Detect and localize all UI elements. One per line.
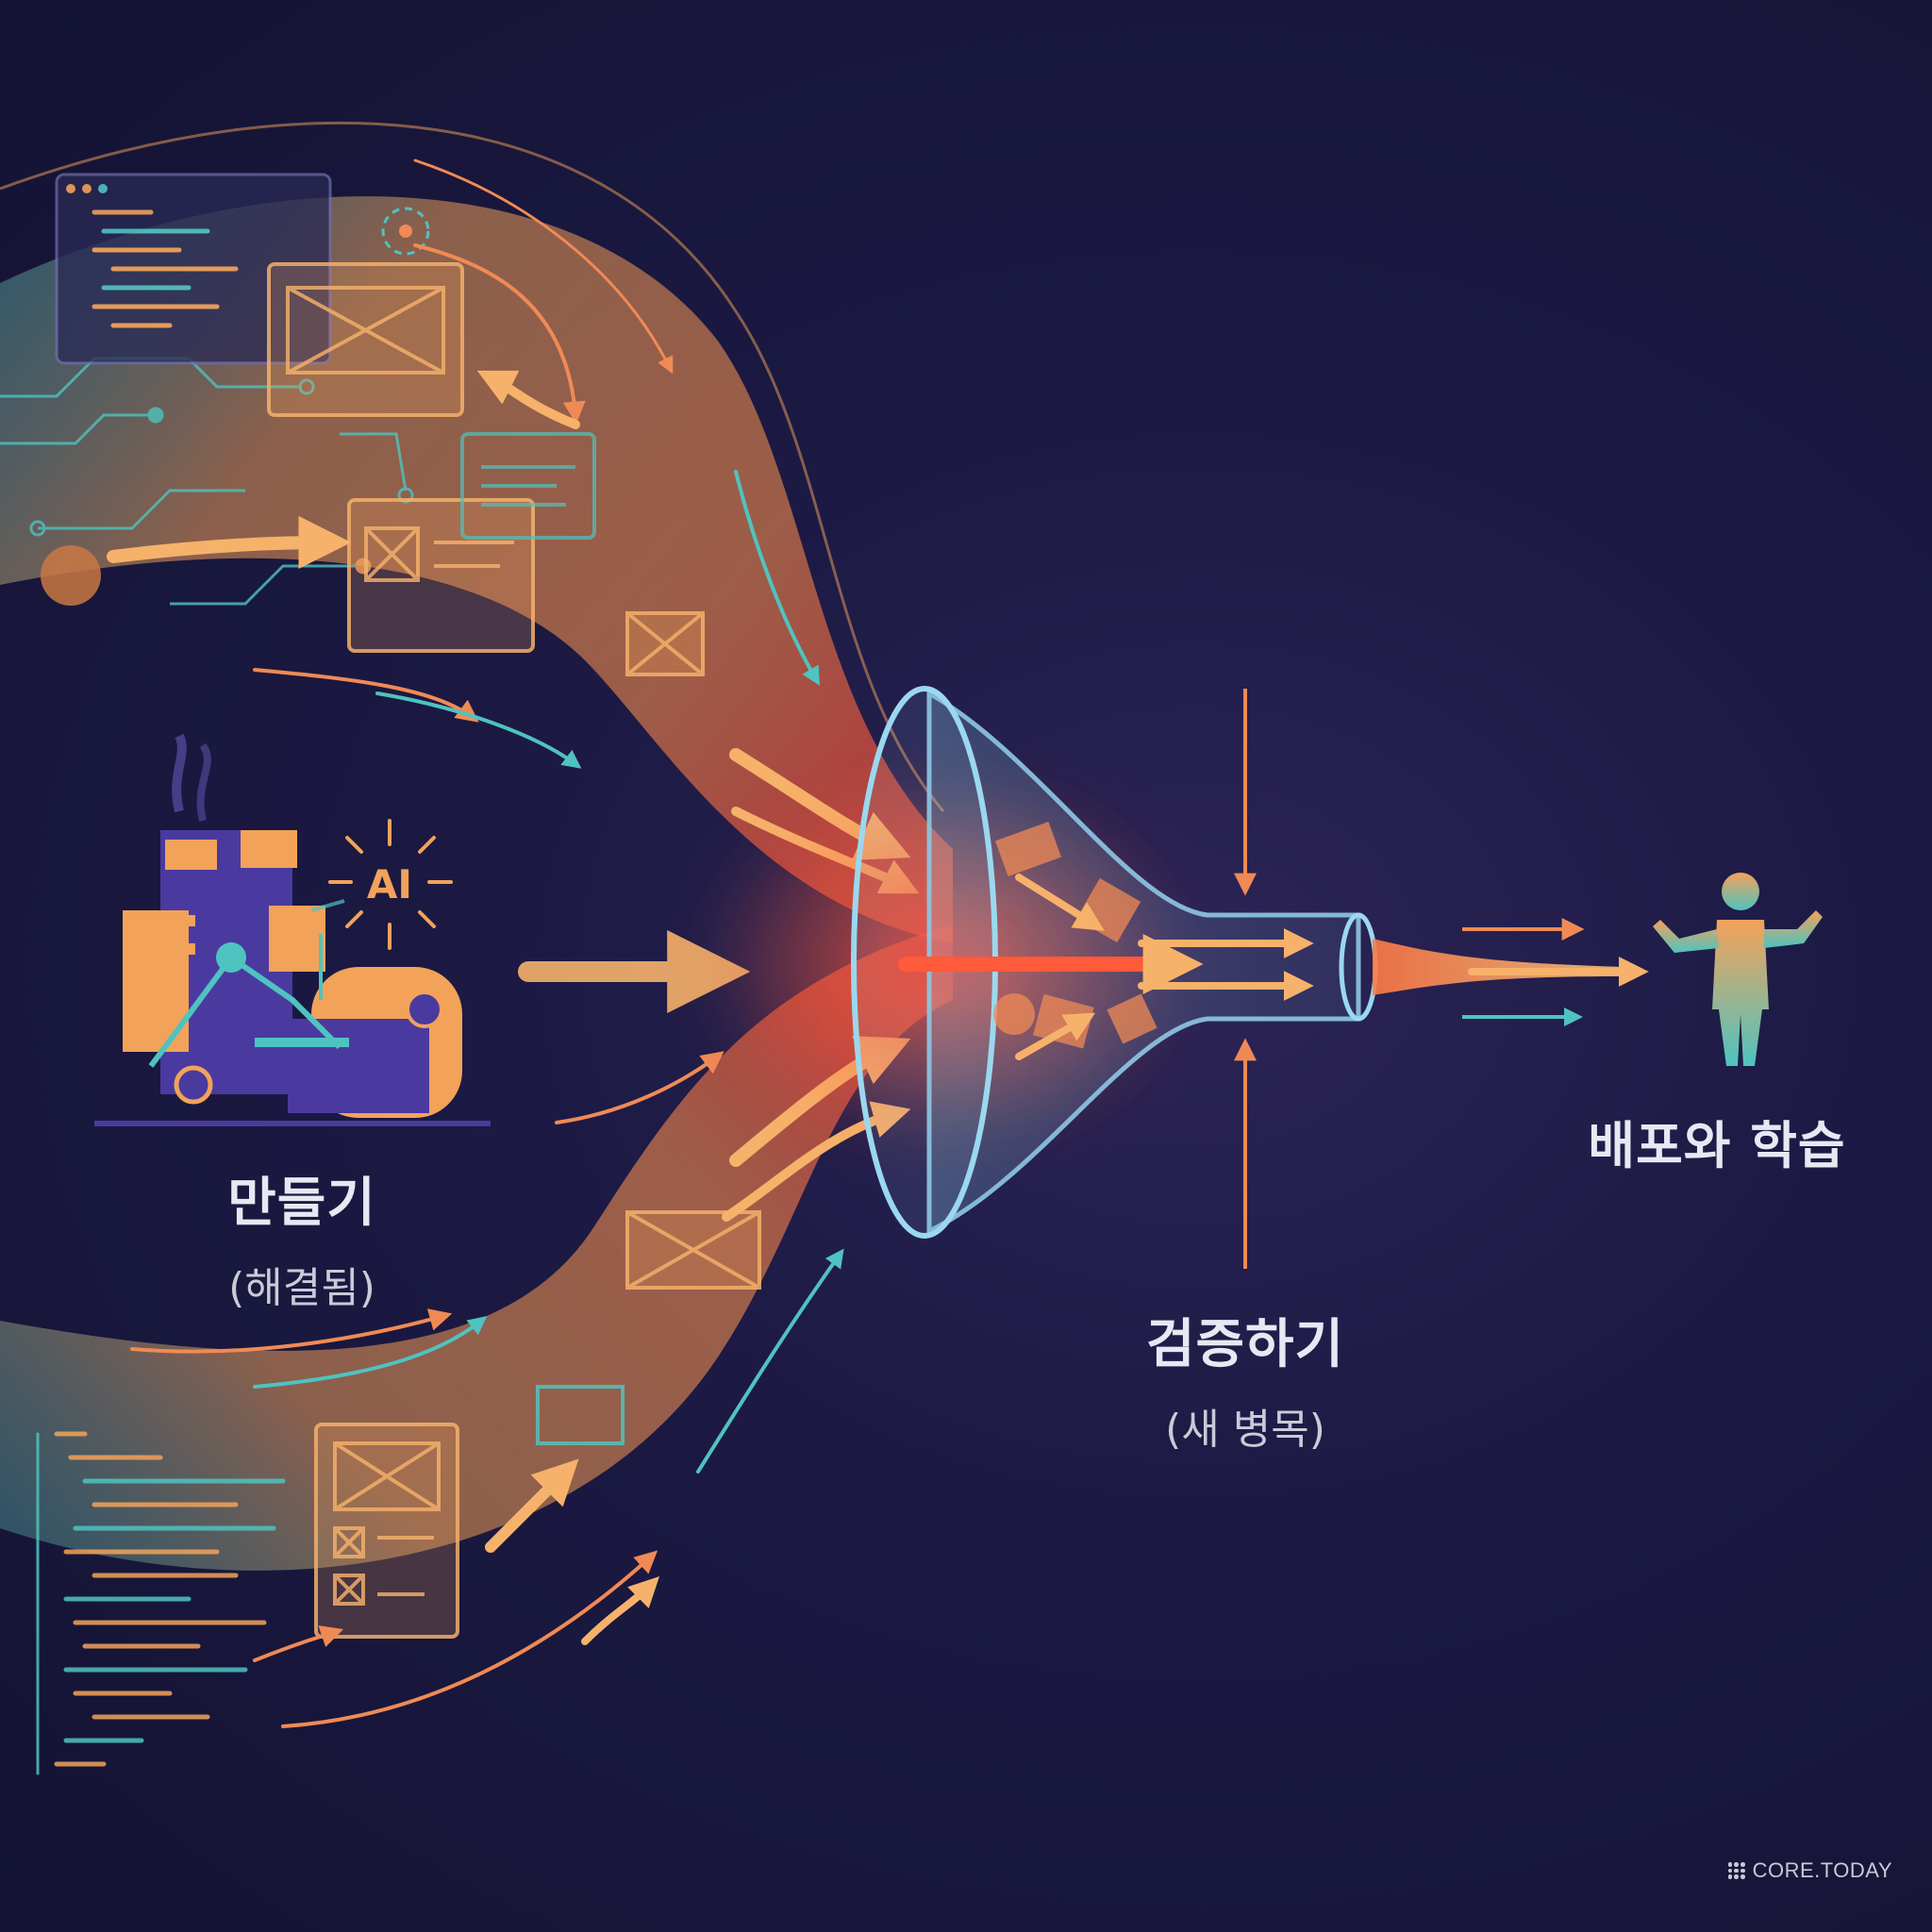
stage-verify-title: 검증하기 bbox=[1145, 1314, 1345, 1375]
orb bbox=[41, 545, 101, 606]
stage-verify-subtitle: (새 병목) bbox=[1165, 1406, 1325, 1454]
stage-build-label: 만들기 (해결됨) bbox=[160, 1160, 443, 1314]
funnel-icon bbox=[851, 686, 1378, 1239]
lower-stream bbox=[0, 924, 953, 1571]
person-icon bbox=[1653, 873, 1823, 1066]
ai-badge: AI bbox=[328, 819, 453, 950]
stage-deploy-title: 배포와 학습 bbox=[1588, 1116, 1846, 1175]
wireframe-bottom-icon bbox=[314, 1210, 761, 1639]
upper-stream bbox=[0, 121, 953, 943]
code-window-icon bbox=[55, 173, 332, 365]
factory-icon bbox=[94, 733, 491, 1126]
stage-deploy-label: 배포와 학습 bbox=[1547, 1104, 1887, 1178]
stage-build-title: 만들기 bbox=[227, 1173, 376, 1234]
brand-watermark: CORE.TODAY bbox=[1727, 1858, 1892, 1883]
ai-badge-label: AI bbox=[367, 861, 412, 908]
output-stream bbox=[1373, 918, 1649, 1026]
target-icon bbox=[381, 207, 430, 256]
brand-name: CORE.TODAY bbox=[1752, 1858, 1892, 1882]
stage-verify-label: 검증하기 (새 병목) bbox=[1094, 1302, 1396, 1456]
brand-logo-icon bbox=[1727, 1862, 1745, 1879]
stage-build-subtitle: (해결됨) bbox=[228, 1264, 375, 1312]
teal-window-icon bbox=[460, 432, 596, 540]
code-lines-bottom bbox=[36, 1431, 286, 1775]
